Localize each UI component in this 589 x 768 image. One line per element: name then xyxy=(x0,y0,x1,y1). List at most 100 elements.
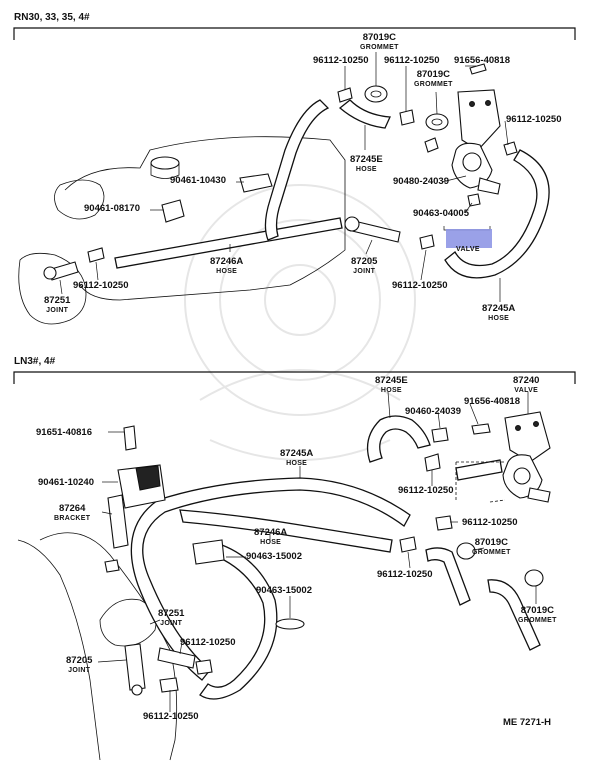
part-name: GROMMET xyxy=(414,81,453,88)
part-name: VALVE xyxy=(514,387,539,394)
callout-96112-bottom-d: 96112-10250 xyxy=(180,637,236,648)
callout-87019c-top-b: 87019C GROMMET xyxy=(414,70,453,90)
part-number: 87246A xyxy=(210,256,244,267)
hose-87245a-top xyxy=(444,149,550,279)
callout-87251-bottom: 87251 JOINT xyxy=(158,609,184,629)
callout-87264: 87264 BRACKET xyxy=(54,504,90,524)
hose-small-right xyxy=(425,459,541,651)
callout-87245a-bottom: 87245A HOSE xyxy=(280,449,313,469)
bolt-91656-bottom xyxy=(471,423,491,435)
bottom-section-frame xyxy=(13,371,576,384)
callout-90461-08170: 90461-08170 xyxy=(84,203,140,214)
hose-87245e-top xyxy=(338,99,391,129)
callout-90460-bottom: 90460-24039 xyxy=(405,406,461,417)
callout-90480-top: 90480-24039 xyxy=(393,176,449,187)
top-section-title: RN30, 33, 35, 4# xyxy=(14,12,90,23)
part-name: HOSE xyxy=(260,539,282,546)
grommet-87019c-top-b xyxy=(425,113,449,131)
part-name: HOSE xyxy=(216,268,238,275)
grommet-87019c-bottom-b xyxy=(524,569,544,587)
part-number: 87019C xyxy=(362,32,396,43)
part-number: 87251 xyxy=(44,295,71,306)
callout-87205-top: 87205 JOINT xyxy=(351,257,377,277)
joints-bottom xyxy=(124,643,196,696)
part-name: HOSE xyxy=(380,387,402,394)
callout-90463-04005: 90463-04005 xyxy=(413,208,469,219)
clamps-top xyxy=(87,87,518,263)
callout-91656-top: 91656-40818 xyxy=(454,55,510,66)
valve-dashed-guide xyxy=(455,461,506,503)
part-name: JOINT xyxy=(353,268,376,275)
part-name: GROMMET xyxy=(518,617,557,624)
callout-90461-10430: 90461-10430 xyxy=(170,175,226,186)
callout-87019c-bottom-b: 87019C GROMMET xyxy=(518,606,557,626)
callout-87205-bottom: 87205 JOINT xyxy=(66,656,92,676)
callout-87245e-bottom: 87245E HOSE xyxy=(375,376,408,396)
callout-91651: 91651-40816 xyxy=(36,427,92,438)
part-number: 87240 xyxy=(513,375,540,386)
part-name: GROMMET xyxy=(472,549,511,556)
engine-block-top xyxy=(18,136,346,325)
callout-87246a-top: 87246A HOSE xyxy=(210,257,243,277)
grommet-87019c-top-a xyxy=(364,85,388,103)
part-name: HOSE xyxy=(488,315,510,322)
callout-87019c-top-a: 87019C GROMMET xyxy=(360,33,399,53)
hose-87246a-top xyxy=(114,217,343,269)
hose-87246a-bottom xyxy=(179,509,393,700)
callout-90461-10240: 90461-10240 xyxy=(38,477,94,488)
highlighted-part-marker xyxy=(446,229,492,248)
part-name: JOINT xyxy=(68,667,91,674)
bolt-91651 xyxy=(123,425,137,451)
part-number: 87019C xyxy=(474,537,508,548)
engine-block-bottom xyxy=(17,532,178,761)
part-number: 87205 xyxy=(351,256,378,267)
part-number: 87246A xyxy=(254,527,288,538)
callout-91656-bottom: 91656-40818 xyxy=(464,396,520,407)
callout-96112-bottom-a: 96112-10250 xyxy=(398,485,454,496)
bracket-87264 xyxy=(107,464,166,549)
part-name: HOSE xyxy=(286,460,308,467)
part-number: 87245E xyxy=(350,154,383,165)
part-number: 87245E xyxy=(375,375,408,386)
part-name: JOINT xyxy=(46,307,69,314)
part-name: JOINT xyxy=(160,620,183,627)
joints-top xyxy=(43,216,401,281)
callout-96112-top-c: 96112-10250 xyxy=(506,114,562,125)
grommet-87019c-bottom-a xyxy=(456,542,476,560)
callout-96112-bottom-e: 96112-10250 xyxy=(143,711,199,722)
part-name: BRACKET xyxy=(54,515,91,522)
part-number: 87264 xyxy=(58,503,86,514)
bottom-section-title: LN3#, 4# xyxy=(14,356,56,367)
part-name: GROMMET xyxy=(360,44,399,51)
part-number: 87019C xyxy=(416,69,450,80)
callout-87019c-bottom-a: 87019C GROMMET xyxy=(472,538,511,558)
part-number: 87019C xyxy=(520,605,554,616)
callout-96112-bottom-c: 96112-10250 xyxy=(377,569,433,580)
hose-87245e-bottom xyxy=(366,415,431,463)
bolt-91656-top xyxy=(469,63,487,75)
callout-valve-top: VALVE xyxy=(456,246,480,253)
valve-87240-bottom xyxy=(502,411,551,503)
callout-96112-bottom-b: 96112-10250 xyxy=(462,517,518,528)
leader-lines-top xyxy=(59,52,509,302)
valve-87240-top xyxy=(451,89,501,195)
callout-96112-top-a: 96112-10250 xyxy=(313,55,369,66)
watermark xyxy=(184,184,416,461)
callout-96112-top-e: 96112-10250 xyxy=(392,280,448,291)
callout-87245a-top: 87245A HOSE xyxy=(482,304,515,324)
callout-90463-15002-a: 90463-15002 xyxy=(246,551,302,562)
hose-87245a-bottom xyxy=(130,477,411,681)
callout-90463-15002-b: 90463-15002 xyxy=(256,585,312,596)
clip-90463-04005 xyxy=(467,193,481,207)
callout-87246a-bottom: 87246A HOSE xyxy=(254,528,287,548)
figure-code: ME 7271-H xyxy=(503,717,552,728)
part-number: 87251 xyxy=(158,608,185,619)
part-number: 87205 xyxy=(66,655,93,666)
hose-upper-loop xyxy=(264,99,330,241)
callout-87251-top: 87251 JOINT xyxy=(44,296,70,316)
callout-87240-bottom: 87240 VALVE xyxy=(513,376,539,396)
callout-87245e-top: 87245E HOSE xyxy=(350,155,383,175)
leader-lines-bottom xyxy=(97,391,537,712)
part-number: 87245A xyxy=(482,303,516,314)
